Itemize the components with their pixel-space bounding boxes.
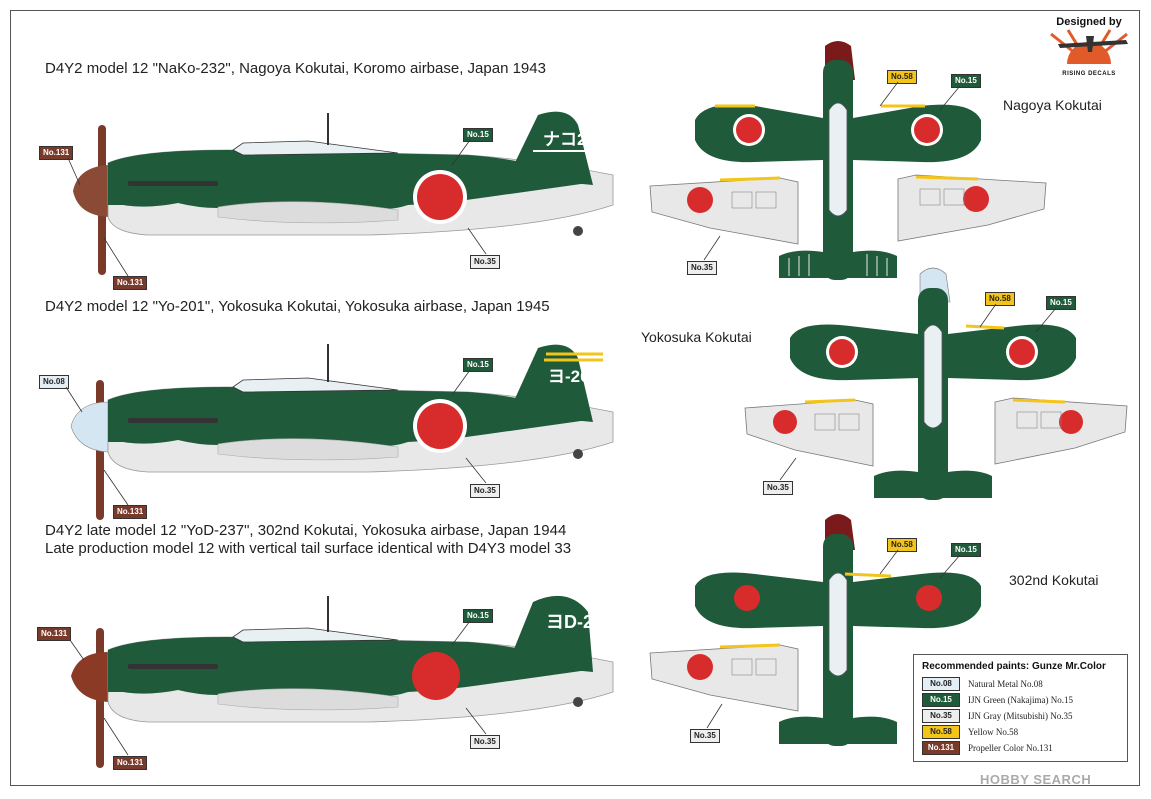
tag-no15: No.15 [951,74,981,88]
legend-row: No.35 IJN Gray (Mitsubishi) No.35 [922,708,1119,724]
underwing-right-2 [994,397,1128,465]
spinner-icon [71,652,108,702]
watermark: HOBBY SEARCH [980,772,1092,787]
tag-no131: No.131 [113,276,148,290]
legend-code: No.35 [922,709,960,723]
tag-no35: No.35 [470,255,500,269]
legend-label: IJN Green (Nakajima) No.15 [968,695,1073,705]
profile-3-title: D4Y2 late model 12 "YoD-237", 302nd Koku… [45,522,567,539]
tag-no35: No.35 [470,735,500,749]
profile-1-title: D4Y2 model 12 "NaKo-232", Nagoya Kokutai… [45,60,546,77]
underwing-left-2 [744,398,874,467]
tag-no15: No.15 [463,609,493,623]
top-view-1 [695,41,981,280]
tag-no131: No.131 [113,756,148,770]
spinner-icon [73,165,108,217]
profile-3-subtitle: Late production model 12 with vertical t… [45,540,572,557]
tag-no58: No.58 [985,292,1015,306]
designer-name: RISING DECALS [1062,71,1116,77]
tag-no131: No.131 [113,505,148,519]
tag-no15: No.15 [1046,296,1076,310]
tag-no08: No.08 [39,375,69,389]
tag-no58: No.58 [887,70,917,84]
top-view-2 [790,267,1076,500]
tail-code-1: ナコ232 [543,130,605,149]
underwing-left-3 [649,643,799,712]
tailwheel-icon [573,697,583,707]
profile-2-title: D4Y2 model 12 "Yo-201", Yokosuka Kokutai… [45,298,550,315]
legend-label: IJN Gray (Mitsubishi) No.35 [968,711,1073,721]
top-view-3 [695,514,981,746]
unit-nagoya: Nagoya Kokutai [1003,97,1102,113]
tag-no35: No.35 [470,484,500,498]
tailwheel-icon [573,226,583,236]
legend-code: No.58 [922,725,960,739]
legend-code: No.15 [922,693,960,707]
tag-no15: No.15 [951,543,981,557]
legend-label: Natural Metal No.08 [968,679,1043,689]
legend-row: No.15 IJN Green (Nakajima) No.15 [922,692,1119,708]
legend-header: Recommended paints: Gunze Mr.Color [922,661,1106,672]
designer-logo: Designed by RISING DECALS [1045,16,1133,86]
paint-legend: Recommended paints: Gunze Mr.Color No.08… [913,654,1128,762]
side-profile-2: ヨ-201 [70,344,614,520]
legend-row: No.131 Propeller Color No.131 [922,740,1119,756]
tag-no131: No.131 [39,146,74,160]
tag-no35: No.35 [687,261,717,275]
tag-no131: No.131 [37,627,72,641]
legend-code: No.08 [922,677,960,691]
legend-label: Propeller Color No.131 [968,743,1053,753]
legend-label: Yellow No.58 [968,727,1019,737]
tag-no35: No.35 [690,729,720,743]
legend-row: No.08 Natural Metal No.08 [922,676,1119,692]
underwing-left-1 [649,176,799,245]
tailwheel-icon [573,449,583,459]
unit-302nd: 302nd Kokutai [1009,572,1099,588]
designer-label: Designed by [1056,16,1122,28]
tail-code-3: ヨD-237 [546,612,613,632]
tag-no15: No.15 [463,128,493,142]
legend-code: No.131 [922,741,960,755]
side-profile-1: ナコ232 [73,111,614,275]
underwing-right-1 [897,174,1047,242]
side-profile-3: ヨD-237 [71,595,614,768]
tag-no15: No.15 [463,358,493,372]
unit-yokosuka: Yokosuka Kokutai [641,329,752,345]
legend-row: No.58 Yellow No.58 [922,724,1119,740]
tail-code-2: ヨ-201 [548,367,599,386]
tag-no58: No.58 [887,538,917,552]
tag-no35: No.35 [763,481,793,495]
